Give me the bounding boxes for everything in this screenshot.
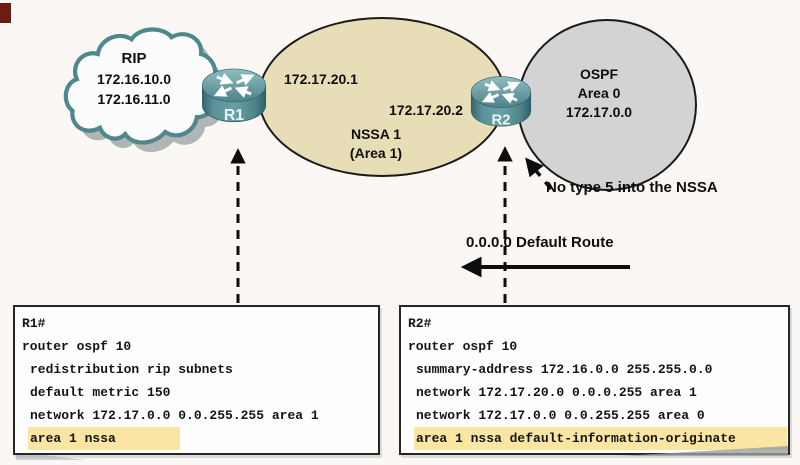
rip-network-1: 172.16.10.0	[97, 71, 171, 87]
r2-interface-ip: 172.17.20.2	[389, 102, 463, 118]
ospf-protocol: OSPF	[579, 66, 619, 82]
screen-corner-artifact	[0, 3, 11, 23]
r2-box-shadow-curl	[620, 446, 788, 456]
router-r2-icon: R2	[470, 76, 532, 128]
rip-network-2: 172.16.11.0	[97, 91, 171, 107]
r1-config-line: redistribution rip subnets	[30, 362, 233, 377]
r1-prompt: R1#	[22, 316, 46, 331]
nssa-name: NSSA 1	[350, 126, 402, 142]
r1-config-highlight-line: area 1 nssa	[22, 427, 372, 450]
ospf-area0-circle	[517, 19, 697, 191]
r1-config-line: network 172.17.0.0 0.0.255.255 area 1	[30, 408, 319, 423]
r2-config-line: router ospf 10	[408, 339, 518, 354]
ospf-network: 172.17.0.0	[565, 104, 633, 120]
ospf-area-number: Area 0	[577, 85, 621, 101]
r2-prompt: R2#	[408, 316, 432, 331]
rip-cloud-shape	[63, 27, 220, 152]
r2-config-box: R2# router ospf 10 summary-address 172.1…	[399, 305, 790, 455]
r2-config-line: summary-address 172.16.0.0 255.255.0.0	[416, 362, 713, 377]
r1-config-box: R1# router ospf 10 redistribution rip su…	[13, 305, 380, 455]
router-r1-icon: R1	[201, 68, 267, 124]
default-route-annotation: 0.0.0.0 Default Route	[466, 234, 614, 251]
no-type5-annotation: No type 5 into the NSSA	[546, 179, 718, 196]
no-type5-pointer-arrow	[525, 157, 553, 191]
r2-highlighted-command: area 1 nssa default-information-originat…	[414, 427, 787, 450]
r1-interface-ip: 172.17.20.1	[284, 71, 358, 87]
r2-config-line: network 172.17.20.0 0.0.0.255 area 1	[416, 385, 697, 400]
router-r2-label: R2	[491, 112, 510, 128]
r1-config-line: default metric 150	[30, 385, 171, 400]
nssa-area-label: NSSA 1 (Area 1)	[316, 125, 436, 163]
r2-config-line: network 172.17.0.0 0.0.255.255 area 0	[416, 408, 705, 423]
rip-cloud-label: RIP 172.16.10.0 172.16.11.0	[74, 49, 194, 109]
r2-config-highlight-line: area 1 nssa default-information-originat…	[408, 427, 787, 450]
r1-box-shadow-curl	[16, 452, 86, 460]
r1-highlighted-command: area 1 nssa	[28, 427, 180, 450]
rip-title: RIP	[121, 50, 147, 67]
router-r1-label: R1	[224, 107, 244, 124]
nssa-sub: (Area 1)	[349, 145, 403, 161]
ospf-area-label: OSPF Area 0 172.17.0.0	[546, 65, 652, 122]
cloud-body	[63, 27, 218, 145]
r1-config-line: router ospf 10	[22, 339, 132, 354]
